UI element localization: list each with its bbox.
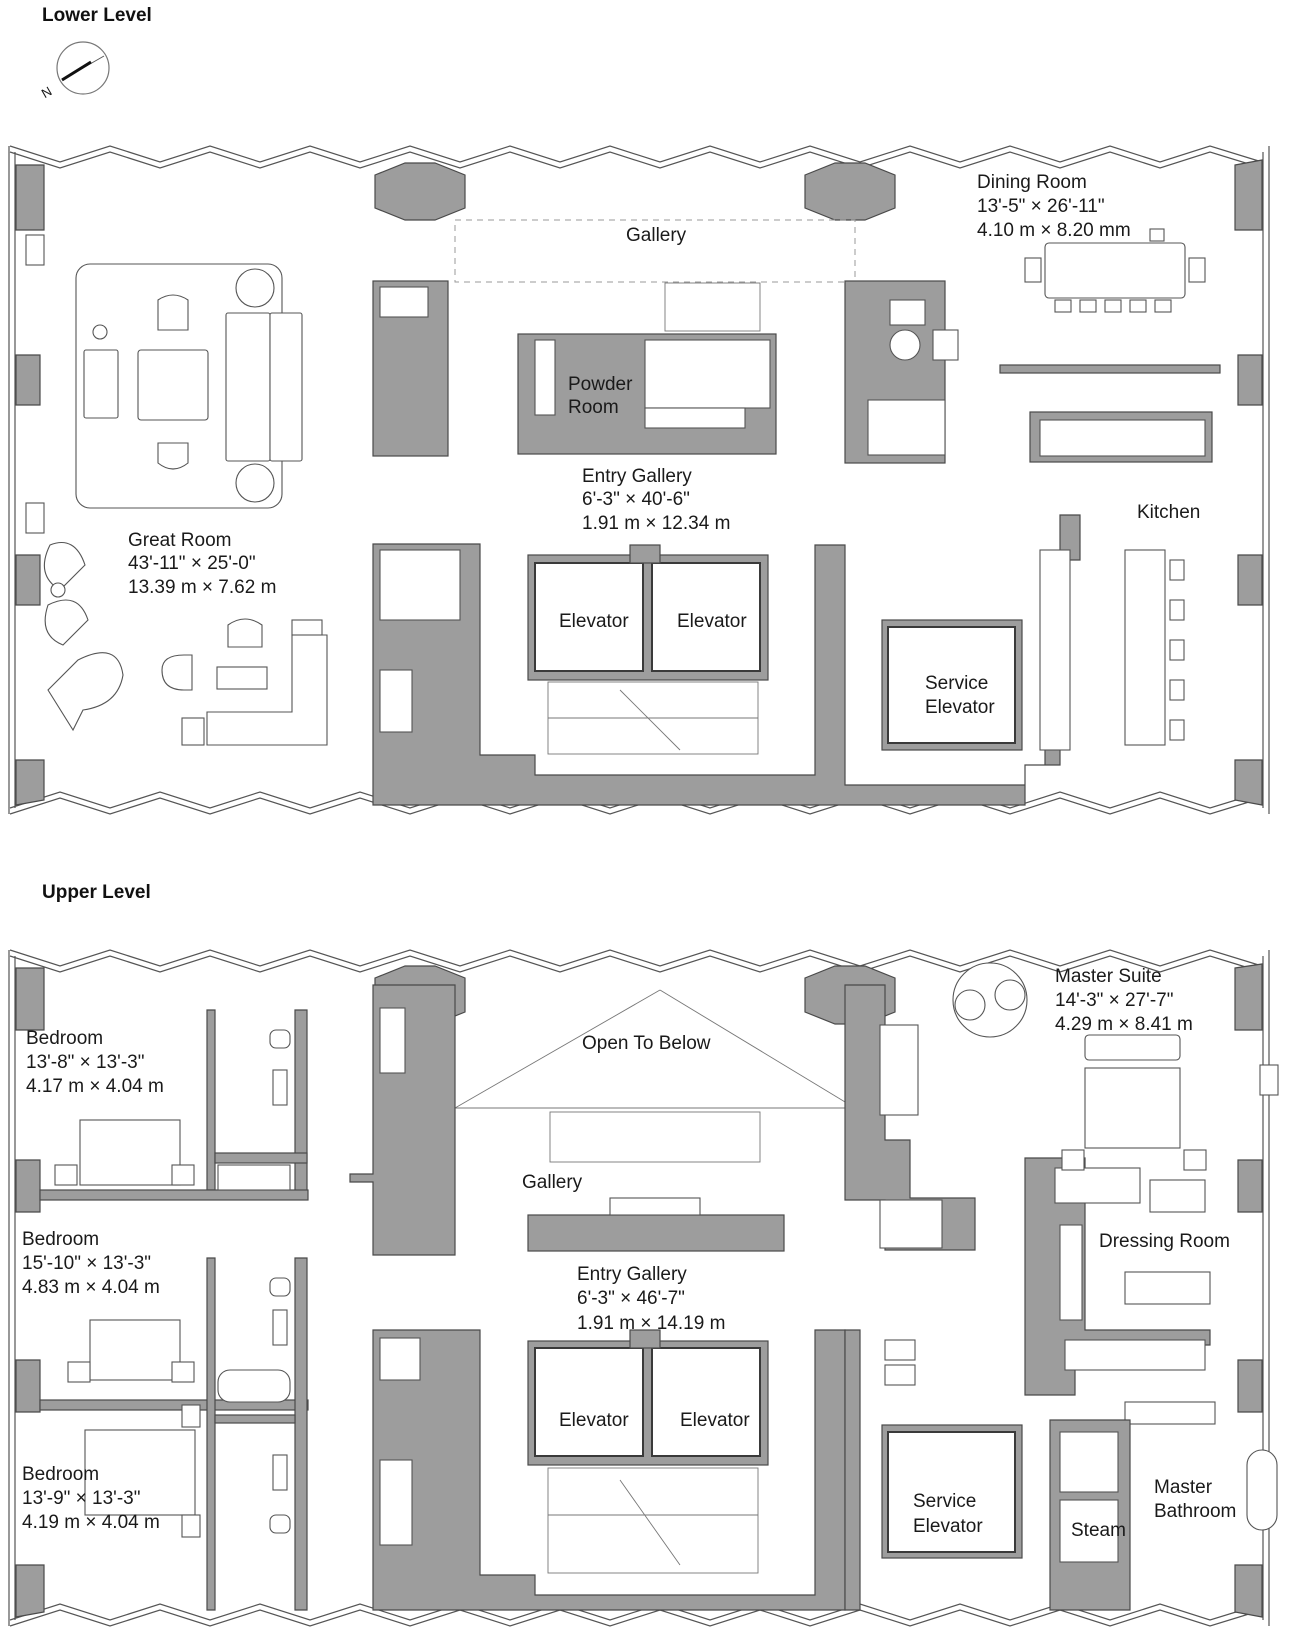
dining-room-feet: 13'-5" × 26'-11" [977,196,1105,217]
lower-level-plan: Lower Level N [8,5,1270,815]
upper-gallery-label: Gallery [522,1172,583,1193]
lower-service-elevator-line1: Service [925,673,988,694]
upper-elevator-shafts [527,1329,1023,1559]
master-suite-name: Master Suite [1055,966,1162,987]
upper-core-walls [349,984,1278,1611]
powder-room-line1: Powder [568,374,633,395]
bedroom-3-meters: 4.19 m × 4.04 m [22,1512,160,1533]
upper-entry-gallery-meters: 1.91 m × 14.19 m [577,1313,725,1334]
lower-level-title: Lower Level [42,5,152,26]
kitchen-label: Kitchen [1137,502,1200,523]
lower-entry-gallery-feet: 6'-3" × 40'-6" [582,489,690,510]
bedroom-1-feet: 13'-8" × 13'-3" [26,1052,144,1073]
kitchen-fixtures [999,364,1221,751]
powder-room-line2: Room [568,397,619,418]
lower-entry-gallery-meters: 1.91 m × 12.34 m [582,513,730,534]
bedroom-3-name: Bedroom [22,1464,99,1485]
master-bathroom-line1: Master [1154,1477,1213,1498]
compass-north-label: N [39,83,55,101]
great-room-furniture [25,234,328,746]
upper-elevator-2-label: Elevator [680,1410,750,1431]
master-bed [952,962,1279,1171]
upper-level-title: Upper Level [42,882,151,903]
upper-service-elevator-line2: Elevator [913,1516,983,1537]
upper-bedroom-wing [39,1009,309,1611]
lower-gallery-overhead [454,219,856,283]
open-to-below-label: Open To Below [582,1033,711,1054]
lower-gallery-label: Gallery [626,225,687,246]
steam-room-label: Steam [1071,1520,1126,1541]
lower-core-walls [372,280,1081,806]
bedroom-3-feet: 13'-9" × 13'-3" [22,1488,140,1509]
bedroom-1-name: Bedroom [26,1028,103,1049]
lower-elevator-2-label: Elevator [677,611,747,632]
upper-stairs [547,1467,759,1574]
lower-service-elevator-line2: Elevator [925,697,995,718]
master-bathroom-line2: Bathroom [1154,1501,1236,1522]
dining-room-meters: 4.10 m × 8.20 mm [977,220,1131,241]
upper-entry-gallery-feet: 6'-3" × 46'-7" [577,1288,685,1309]
lower-elevator-1-label: Elevator [559,611,629,632]
dining-table [1024,228,1206,313]
upper-entry-gallery-name: Entry Gallery [577,1264,687,1285]
bedroom-2-name: Bedroom [22,1229,99,1250]
lower-columns [15,159,1263,806]
master-suite-feet: 14'-3" × 27'-7" [1055,990,1173,1011]
bedroom-1-meters: 4.17 m × 4.04 m [26,1076,164,1097]
master-suite-meters: 4.29 m × 8.41 m [1055,1014,1193,1035]
compass-icon: N [39,41,110,101]
upper-level-plan: Upper Level [8,882,1279,1627]
lower-entry-gallery-name: Entry Gallery [582,466,692,487]
upper-elevator-1-label: Elevator [559,1410,629,1431]
bedroom-2-feet: 15'-10" × 13'-3" [22,1253,151,1274]
dining-room-name: Dining Room [977,172,1087,193]
lower-elevator-shafts [527,544,1023,751]
bedroom-2-meters: 4.83 m × 4.04 m [22,1277,160,1298]
open-to-below-void [454,989,856,1163]
lower-exterior-wall [8,145,1270,815]
great-room-meters: 13.39 m × 7.62 m [128,577,276,598]
upper-service-elevator-line1: Service [913,1491,976,1512]
great-room-feet: 43'-11" × 25'-0" [128,553,256,574]
lower-stairs [547,282,761,755]
great-room-name: Great Room [128,530,231,551]
dressing-room-label: Dressing Room [1099,1231,1230,1252]
